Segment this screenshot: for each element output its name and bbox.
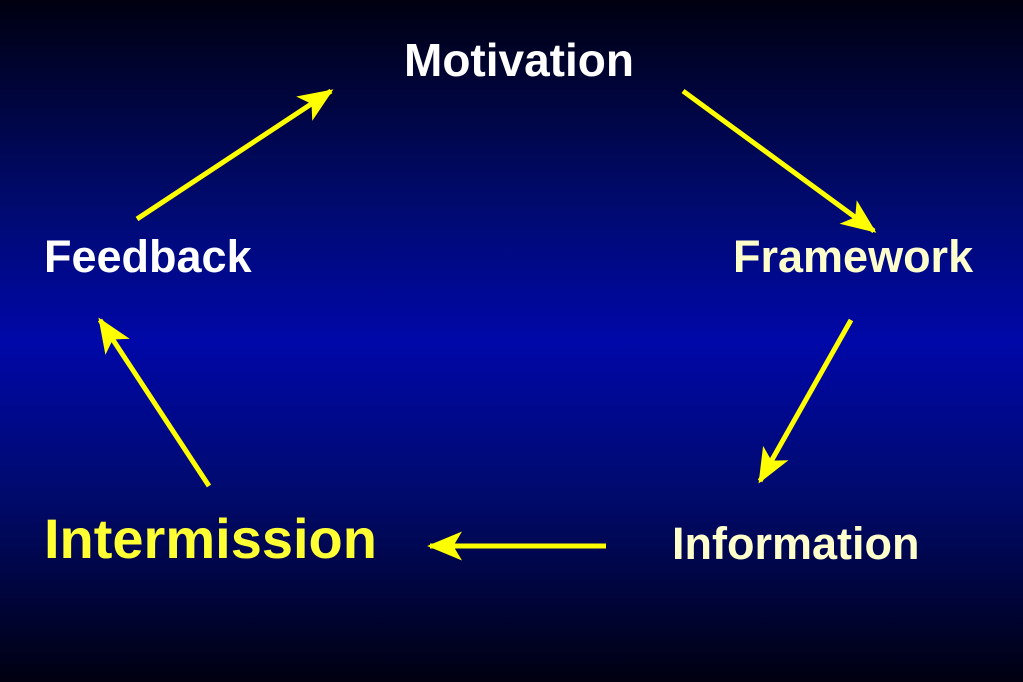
arrow-motivation-to-framework xyxy=(681,88,877,234)
node-motivation: Motivation xyxy=(404,34,634,86)
node-intermission: Intermission xyxy=(44,507,377,570)
arrow-framework-to-information xyxy=(757,318,854,484)
node-feedback: Feedback xyxy=(44,231,252,282)
node-information: Information xyxy=(672,518,920,569)
node-framework: Framework xyxy=(733,231,974,282)
arrow-feedback-to-motivation xyxy=(135,88,334,222)
arrow-intermission-to-feedback xyxy=(97,317,212,488)
